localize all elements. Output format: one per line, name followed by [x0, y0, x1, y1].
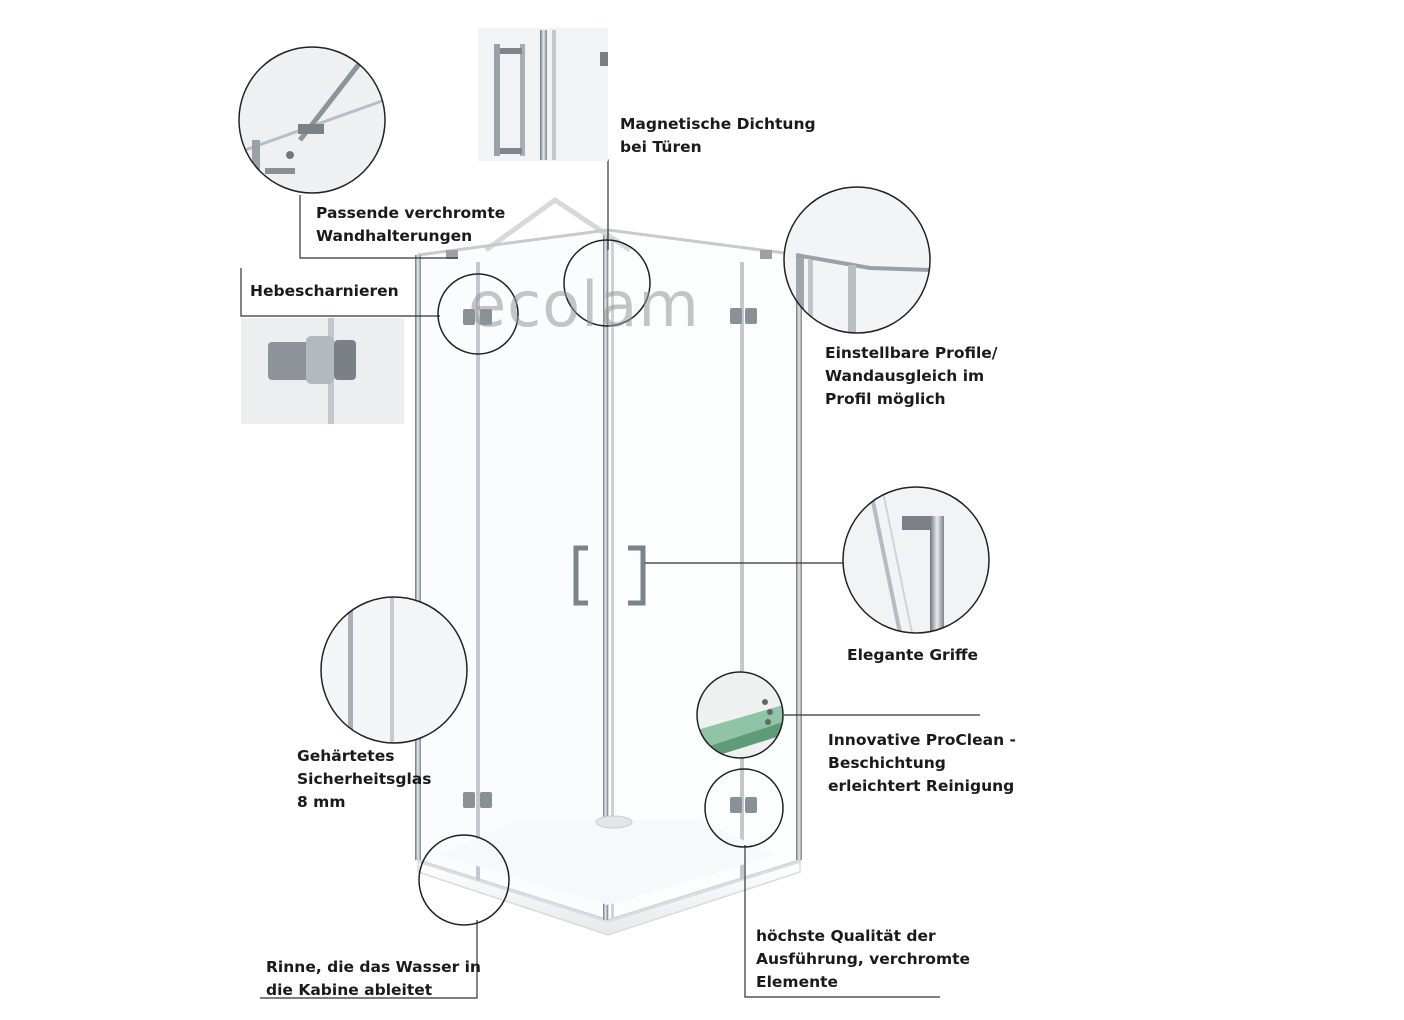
ecolam-watermark: ecolam: [468, 268, 700, 341]
label-magnetic-seal: Magnetische Dichtung bei Türen: [620, 115, 816, 156]
channel-magnifier-circle: [418, 834, 510, 926]
label-channel: Rinne, die das Wasser in die Kabine able…: [266, 958, 481, 999]
label-wall-brackets: Passende verchromte Wandhalterungen: [316, 204, 506, 245]
label-proclean: Innovative ProClean - Beschichtung erlei…: [828, 731, 1016, 795]
handle-detail-inset: [842, 486, 990, 634]
adjustable-profile-detail-inset: [783, 186, 931, 334]
label-handles: Elegante Griffe: [847, 646, 979, 664]
safety-glass-detail-inset: [320, 596, 468, 744]
label-lift-hinges: Hebescharnieren: [250, 282, 399, 300]
label-quality: höchste Qualität der Ausführung, verchro…: [756, 927, 971, 991]
hinge-magnifier-circle: [437, 273, 519, 355]
label-safety-glass: Gehärtetes Sicherheitsglas 8 mm: [297, 747, 432, 811]
label-adjustable-profiles: Einstellbare Profile/ Wandausgleich im P…: [825, 344, 998, 408]
wall-bracket-detail-inset: [238, 46, 386, 194]
quality-magnifier-circle: [704, 768, 784, 848]
magnetic-seal-detail-inset: [478, 28, 608, 161]
proclean-detail-inset: [696, 671, 784, 759]
lift-hinge-detail-inset: [241, 318, 404, 424]
seal-magnifier-circle: [563, 239, 651, 327]
